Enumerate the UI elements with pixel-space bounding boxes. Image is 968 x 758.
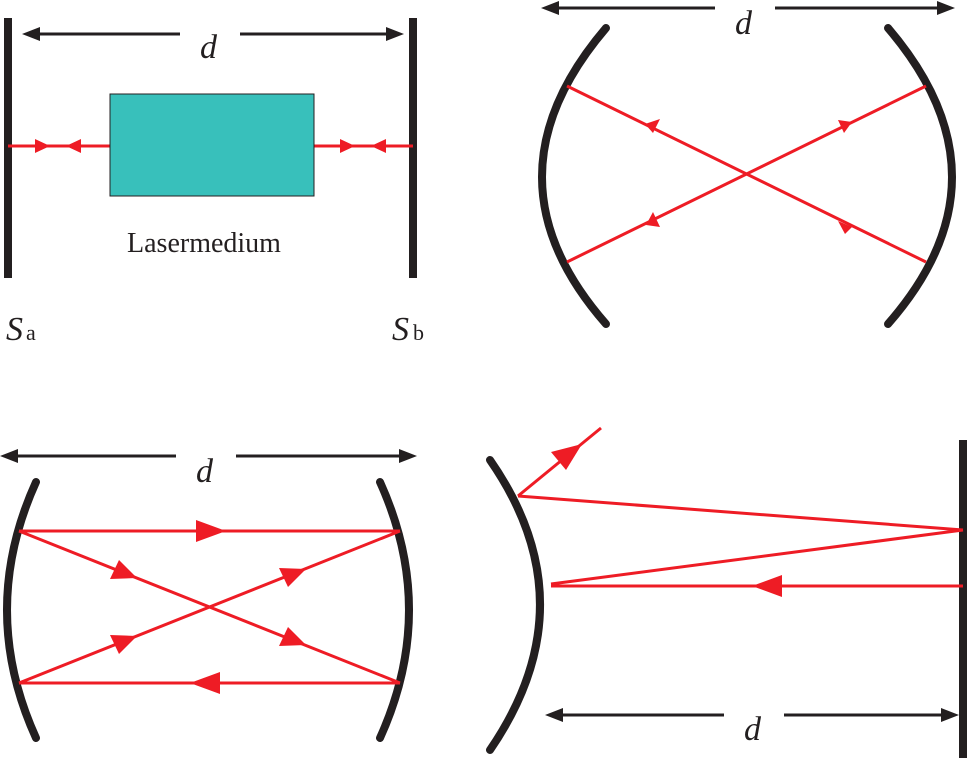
panel-concave-crossing: d [538,1,956,328]
distance-arrow-b [541,1,955,15]
ray-c-arrow-diag-2a [279,568,306,587]
distance-arrow-d [545,708,959,722]
mirror-label-sb-symbol: S [392,311,409,348]
mirror-left-b [538,24,610,328]
laser-medium-label: Lasermedium [127,228,281,259]
panel-plane-resonator: d Lasermedium S a S b [4,18,424,348]
distance-label-b: d [735,5,753,42]
mirror-concave-d [486,456,544,754]
ray-c-arrow-diag-1b [279,627,306,646]
beam-arrow-right-right [340,139,355,153]
beam-arrow-left-right [35,139,50,153]
ray-c-arrow-diag-1a [110,560,137,579]
ray-c-arrow-bottom [190,672,220,694]
ray-b-arrow-4 [646,212,660,227]
distance-label-d: d [744,711,762,748]
mirror-label-sa-symbol: S [6,311,23,348]
panel-concave-plane: d [486,426,967,758]
ray-c-arrow-diag-2b [110,635,137,654]
ray-d-upper [517,494,964,532]
mirror-right-b [884,24,956,328]
mirror-left-c [3,478,40,742]
mirror-label-sa: S a [6,311,36,348]
ray-b-arrow-3 [838,120,852,133]
ray-b-arrow-2 [838,221,852,234]
mirror-right-c [376,478,413,742]
beam-arrow-right-left [371,139,386,153]
mirror-label-sa-subscript: a [26,320,36,345]
ray-d-arrow-output [551,444,582,470]
distance-label-a: d [200,29,218,66]
beam-arrow-left-left [66,139,81,153]
ray-d-lower [550,528,964,586]
ray-c-diag-2 [18,529,401,685]
distance-arrow-c [0,449,417,463]
laser-medium-block [109,93,315,197]
panel-concave-bowtie: d [0,449,417,742]
distance-arrow-a [22,27,404,41]
distance-label-c: d [196,453,214,490]
mirror-label-sb: S b [392,311,424,348]
ray-b-2 [566,84,927,264]
ray-b-arrow-1 [645,119,660,133]
ray-c-arrow-top [196,520,226,542]
mirror-label-sb-subscript: b [413,320,424,345]
ray-d-arrow-return [752,575,782,597]
